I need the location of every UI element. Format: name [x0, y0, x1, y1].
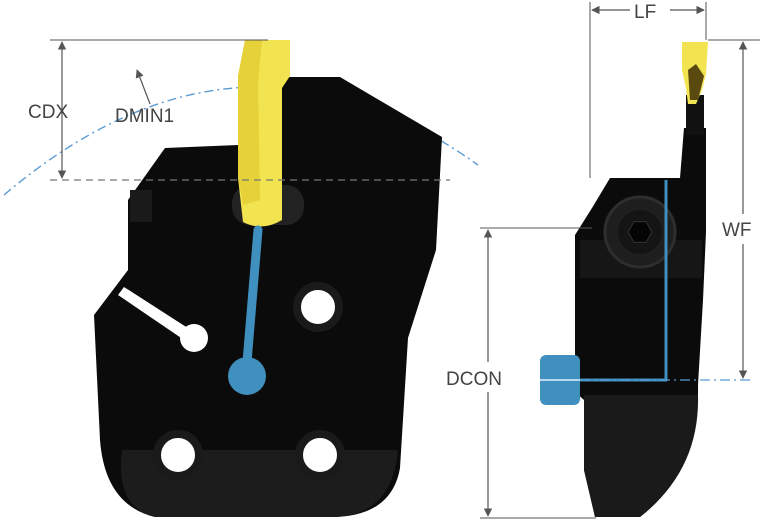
coolant-channel [242, 225, 263, 367]
blade-neck [686, 95, 704, 135]
insert-shading [238, 40, 262, 205]
clamp-slit [118, 287, 194, 344]
side-lower-shade [584, 395, 699, 517]
coolant-port [228, 357, 266, 395]
dmin1-leader [135, 69, 151, 105]
cdx-label: CDX [28, 102, 68, 123]
mounting-hole-top [293, 282, 343, 332]
side-view: LF WF DCON [446, 2, 760, 519]
cartridge-body [94, 77, 442, 517]
front-view: CDX DMIN1 [3, 39, 479, 517]
dmin1-label: DMIN1 [115, 106, 174, 127]
slit-relief-hole [180, 324, 208, 352]
side-insert-chipbreaker [688, 64, 704, 100]
mounting-hole-bottom-left [153, 430, 203, 480]
hex-socket [627, 221, 653, 243]
wf-label: WF [722, 220, 752, 241]
mounting-hole-bottom-right [295, 430, 345, 480]
lf-label: LF [634, 2, 656, 23]
dcon-label: DCON [446, 369, 502, 390]
left-tab [130, 190, 152, 222]
